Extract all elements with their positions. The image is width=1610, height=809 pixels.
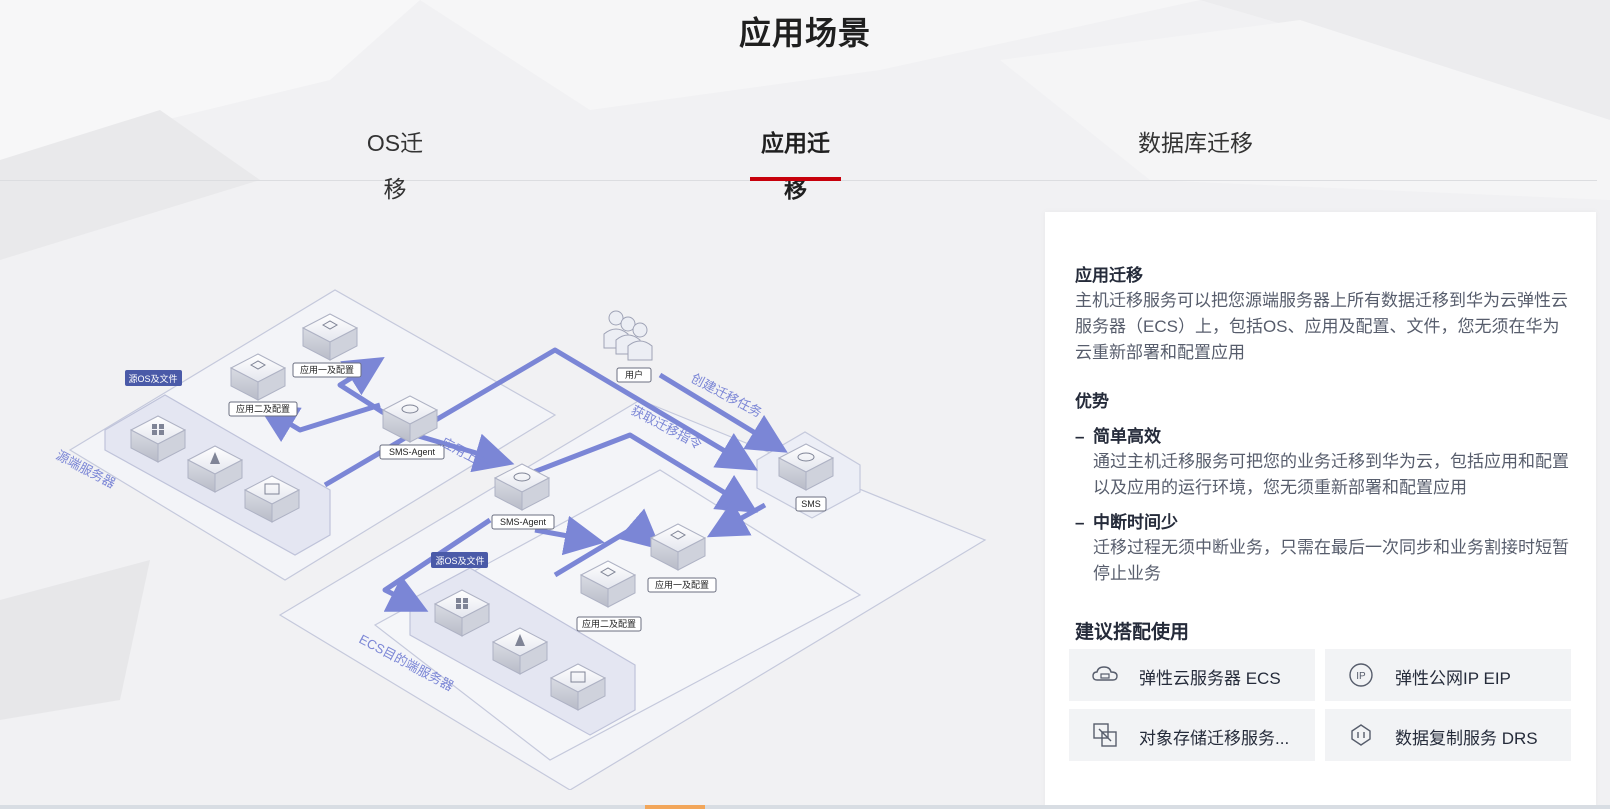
target-agent-label: SMS-Agent bbox=[500, 517, 547, 527]
flow-source-app2 bbox=[257, 402, 381, 443]
dash-icon: – bbox=[1075, 427, 1085, 446]
dash-icon: – bbox=[1075, 513, 1085, 532]
data-replication-icon bbox=[1351, 724, 1371, 746]
recommend-label: 对象存储迁移服务... bbox=[1139, 729, 1290, 748]
source-os-badge: 源OS及文件 bbox=[128, 373, 177, 384]
flow-target-os bbox=[382, 517, 492, 612]
recommend-label: 数据复制服务 DRS bbox=[1395, 729, 1538, 748]
target-app1-label: 应用一及配置 bbox=[655, 579, 709, 590]
user-icon bbox=[603, 310, 653, 361]
cloud-server-icon bbox=[1092, 666, 1118, 681]
target-app1-server bbox=[649, 523, 707, 571]
flow-agent-source-to-target bbox=[414, 432, 515, 473]
advantage-item: –中断时间少 迁移过程无须中断业务，只需在最后一次同步和业务割接时短暂停止业务 bbox=[1075, 508, 1575, 587]
sms-server bbox=[777, 443, 835, 491]
panel-description: 主机迁移服务可以把您源端服务器上所有数据迁移到华为云弹性云服务器（ECS）上，包… bbox=[1075, 291, 1568, 362]
advantages-title: 优势 bbox=[1075, 392, 1109, 411]
migration-architecture-diagram: 应用一及配置 应用二及配置 SMS-Agent SMS-Agent 用户 SMS… bbox=[54, 289, 987, 790]
source-windows-server bbox=[129, 415, 187, 463]
target-windows-server bbox=[433, 589, 491, 637]
advantage-body: 通过主机迁移服务可把您的业务迁移到华为云，包括应用和配置以及应用的运行环境，您无… bbox=[1093, 452, 1569, 497]
target-os-badge: 源OS及文件 bbox=[435, 555, 484, 566]
recommend-title: 建议搭配使用 bbox=[1075, 622, 1190, 643]
advantage-title: 中断时间少 bbox=[1093, 513, 1178, 532]
target-file-server bbox=[549, 663, 607, 711]
advantage-body: 迁移过程无须中断业务，只需在最后一次同步和业务割接时短暂停止业务 bbox=[1093, 538, 1569, 583]
target-agent-server bbox=[493, 463, 551, 511]
recommend-drs-card[interactable]: 数据复制服务 DRS bbox=[1325, 709, 1571, 761]
advantage-item: –简单高效 通过主机迁移服务可把您的业务迁移到华为云，包括应用和配置以及应用的运… bbox=[1075, 422, 1575, 501]
bottom-accent bbox=[645, 805, 705, 809]
page-title: 应用场景 bbox=[738, 15, 871, 51]
storage-migration-icon bbox=[1093, 723, 1117, 747]
target-app2-label: 应用二及配置 bbox=[582, 618, 636, 629]
flow-get-command bbox=[499, 432, 758, 513]
panel-title: 应用迁移 bbox=[1075, 266, 1143, 285]
flow-create-task bbox=[658, 372, 788, 453]
svg-text:IP: IP bbox=[1356, 671, 1366, 682]
flow-target-app1 bbox=[553, 508, 662, 578]
recommend-label: 弹性公网IP EIP bbox=[1395, 669, 1511, 688]
source-linux-server bbox=[186, 445, 244, 493]
user-label: 用户 bbox=[625, 369, 643, 380]
tab-app-migration[interactable]: 应用迁移 bbox=[750, 120, 841, 202]
source-app1-server bbox=[301, 313, 359, 361]
recommend-oms-card[interactable]: 对象存储迁移服务... bbox=[1069, 709, 1315, 761]
source-app1-label: 应用一及配置 bbox=[300, 364, 354, 375]
bottom-strip bbox=[0, 805, 1610, 809]
source-agent-server bbox=[381, 395, 439, 443]
advantage-title: 简单高效 bbox=[1093, 427, 1161, 446]
target-app2-server bbox=[579, 560, 637, 608]
sms-label: SMS bbox=[801, 499, 821, 509]
source-agent-label: SMS-Agent bbox=[389, 447, 436, 457]
scenario-tabs: OS迁移 应用迁移 数据库迁移 bbox=[0, 120, 1597, 202]
flow-target-app2 bbox=[534, 515, 605, 556]
source-zone bbox=[68, 289, 557, 581]
flow-app-to-cloud bbox=[323, 347, 758, 488]
recommend-eip-card[interactable]: IP 弹性公网IP EIP bbox=[1325, 649, 1571, 701]
target-linux-server bbox=[491, 627, 549, 675]
source-app2-label: 应用二及配置 bbox=[236, 403, 290, 414]
flow-sms-to-target bbox=[706, 500, 767, 538]
tab-database-migration[interactable]: 数据库迁移 bbox=[1138, 130, 1253, 156]
source-app2-server bbox=[229, 353, 287, 401]
recommend-ecs-card[interactable]: 弹性云服务器 ECS bbox=[1069, 649, 1315, 701]
scenario-detail-panel: 应用迁移 主机迁移服务可以把您源端服务器上所有数据迁移到华为云弹性云服务器（EC… bbox=[1045, 212, 1596, 809]
source-file-server bbox=[243, 475, 301, 523]
ip-icon: IP bbox=[1349, 663, 1373, 687]
tab-os-migration[interactable]: OS迁移 bbox=[366, 130, 424, 202]
recommend-label: 弹性云服务器 ECS bbox=[1139, 669, 1281, 688]
